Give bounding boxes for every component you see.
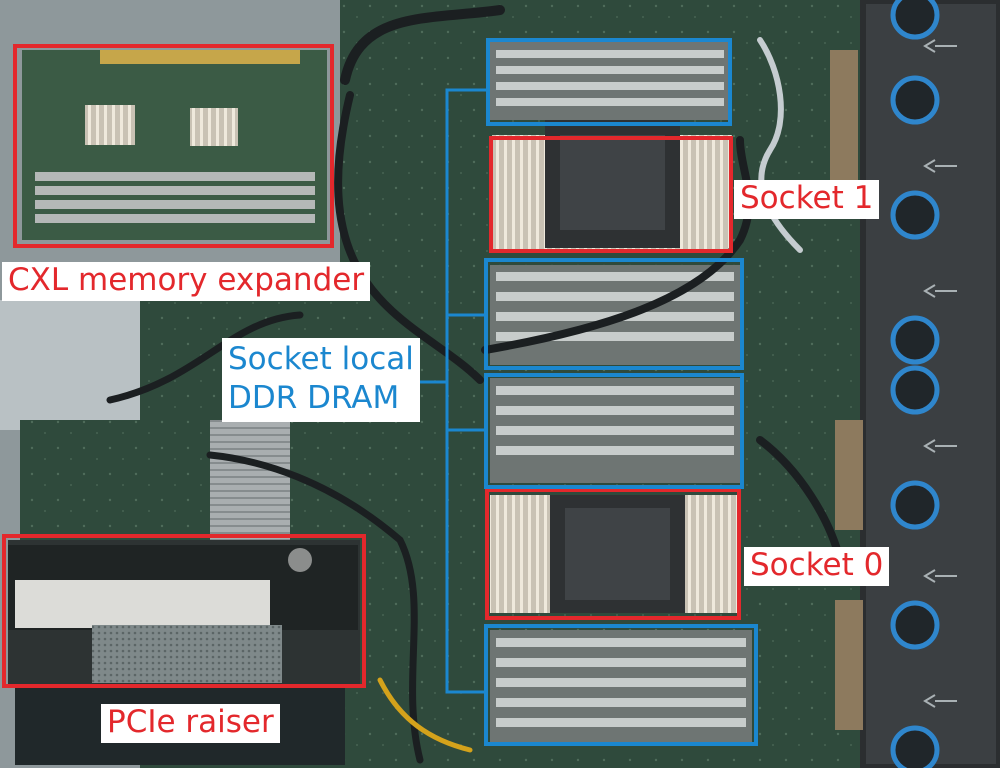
heatsink-fin-icon — [85, 105, 135, 145]
pcie-raiser-label: PCIe raiser — [101, 704, 280, 743]
socket-1-box — [489, 136, 733, 253]
airflow-arrow-icon — [923, 39, 957, 708]
socket-local-label-line2: DDR DRAM — [228, 379, 400, 416]
socket-local-label-line1: Socket local — [228, 341, 414, 377]
dimm-module-icon — [35, 172, 315, 223]
cxl-card — [22, 50, 327, 240]
fan-icon — [890, 0, 940, 768]
socket-0-label: Socket 0 — [744, 547, 890, 586]
dimm-box-bottom — [484, 624, 758, 746]
cpu-heatsink-socket-1 — [492, 120, 732, 250]
socket-1-label: Socket 1 — [734, 180, 880, 219]
cxl-memory-expander-label: CXL memory expander — [2, 262, 371, 301]
cable-icon — [106, 5, 844, 764]
annotation-boxes — [2, 38, 758, 746]
dimm-banks — [490, 42, 752, 742]
cxl-expander-box — [13, 44, 334, 248]
dimm-box-top — [486, 38, 732, 126]
socket-local-dram-label: Socket local DDR DRAM — [222, 338, 420, 422]
socket-0-box — [485, 488, 741, 620]
pcie-raiser-card — [8, 540, 360, 685]
pcie-raiser-box — [2, 534, 366, 688]
cpu-heatsink-socket-0 — [490, 495, 740, 613]
fan-wall — [860, 0, 1000, 768]
